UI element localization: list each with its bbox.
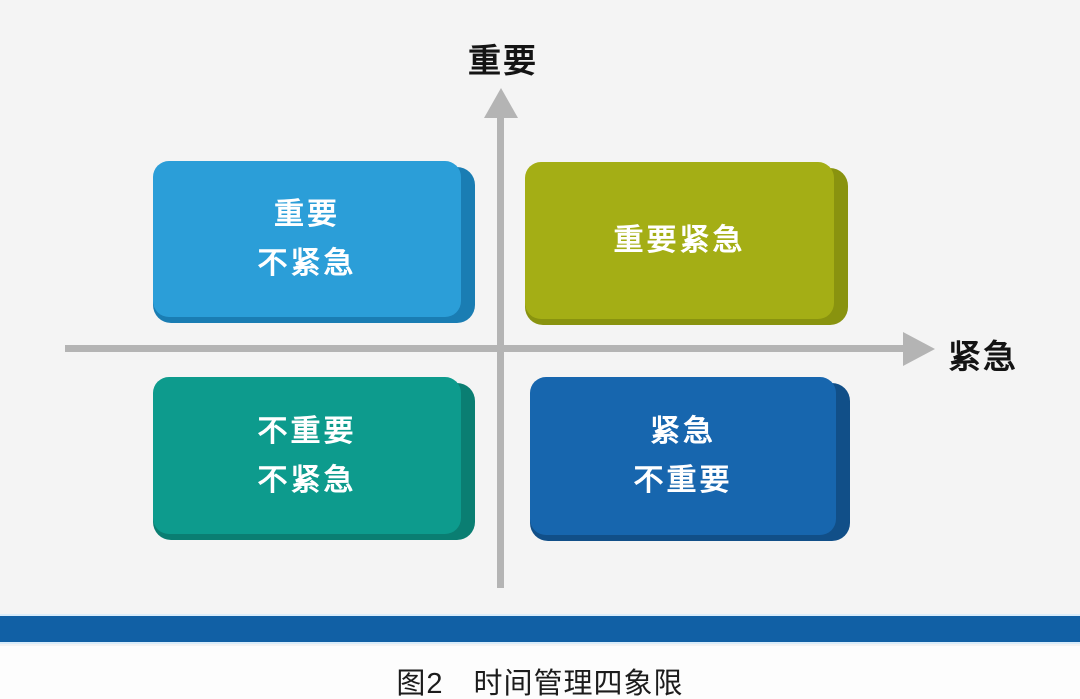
quadrant-urgent-not-important: 紧急 不重要 <box>530 377 850 541</box>
quadrant-important-urgent: 重要紧急 <box>525 162 848 325</box>
quadrant-label-line1: 重要 <box>274 198 340 231</box>
quadrant-face: 紧急 不重要 <box>530 377 836 535</box>
y-axis-label: 重要 <box>468 42 538 79</box>
quadrant-label-line1: 重要紧急 <box>613 224 746 257</box>
right-arrow-icon <box>903 332 935 366</box>
quadrant-label-line2: 不紧急 <box>257 247 357 280</box>
quadrant-face: 重要紧急 <box>525 162 834 319</box>
vertical-axis-line <box>497 116 504 588</box>
footer-background <box>0 646 1080 699</box>
quadrant-face: 不重要 不紧急 <box>153 377 461 534</box>
x-axis-label: 紧急 <box>948 338 1018 375</box>
quadrant-label-line2: 不紧急 <box>257 463 357 497</box>
figure-caption: 图2 时间管理四象限 <box>396 668 684 699</box>
horizontal-axis-line <box>65 345 904 352</box>
quadrant-label-line2: 不重要 <box>633 464 733 497</box>
quadrant-label-line1: 不重要 <box>257 414 357 448</box>
quadrant-not-important-not-urgent: 不重要 不紧急 <box>153 377 475 540</box>
quadrant-label-line1: 紧急 <box>650 415 716 448</box>
quadrant-important-not-urgent: 重要 不紧急 <box>153 161 475 323</box>
divider-bar <box>0 614 1080 644</box>
up-arrow-icon <box>484 88 518 118</box>
quadrant-face: 重要 不紧急 <box>153 161 461 317</box>
